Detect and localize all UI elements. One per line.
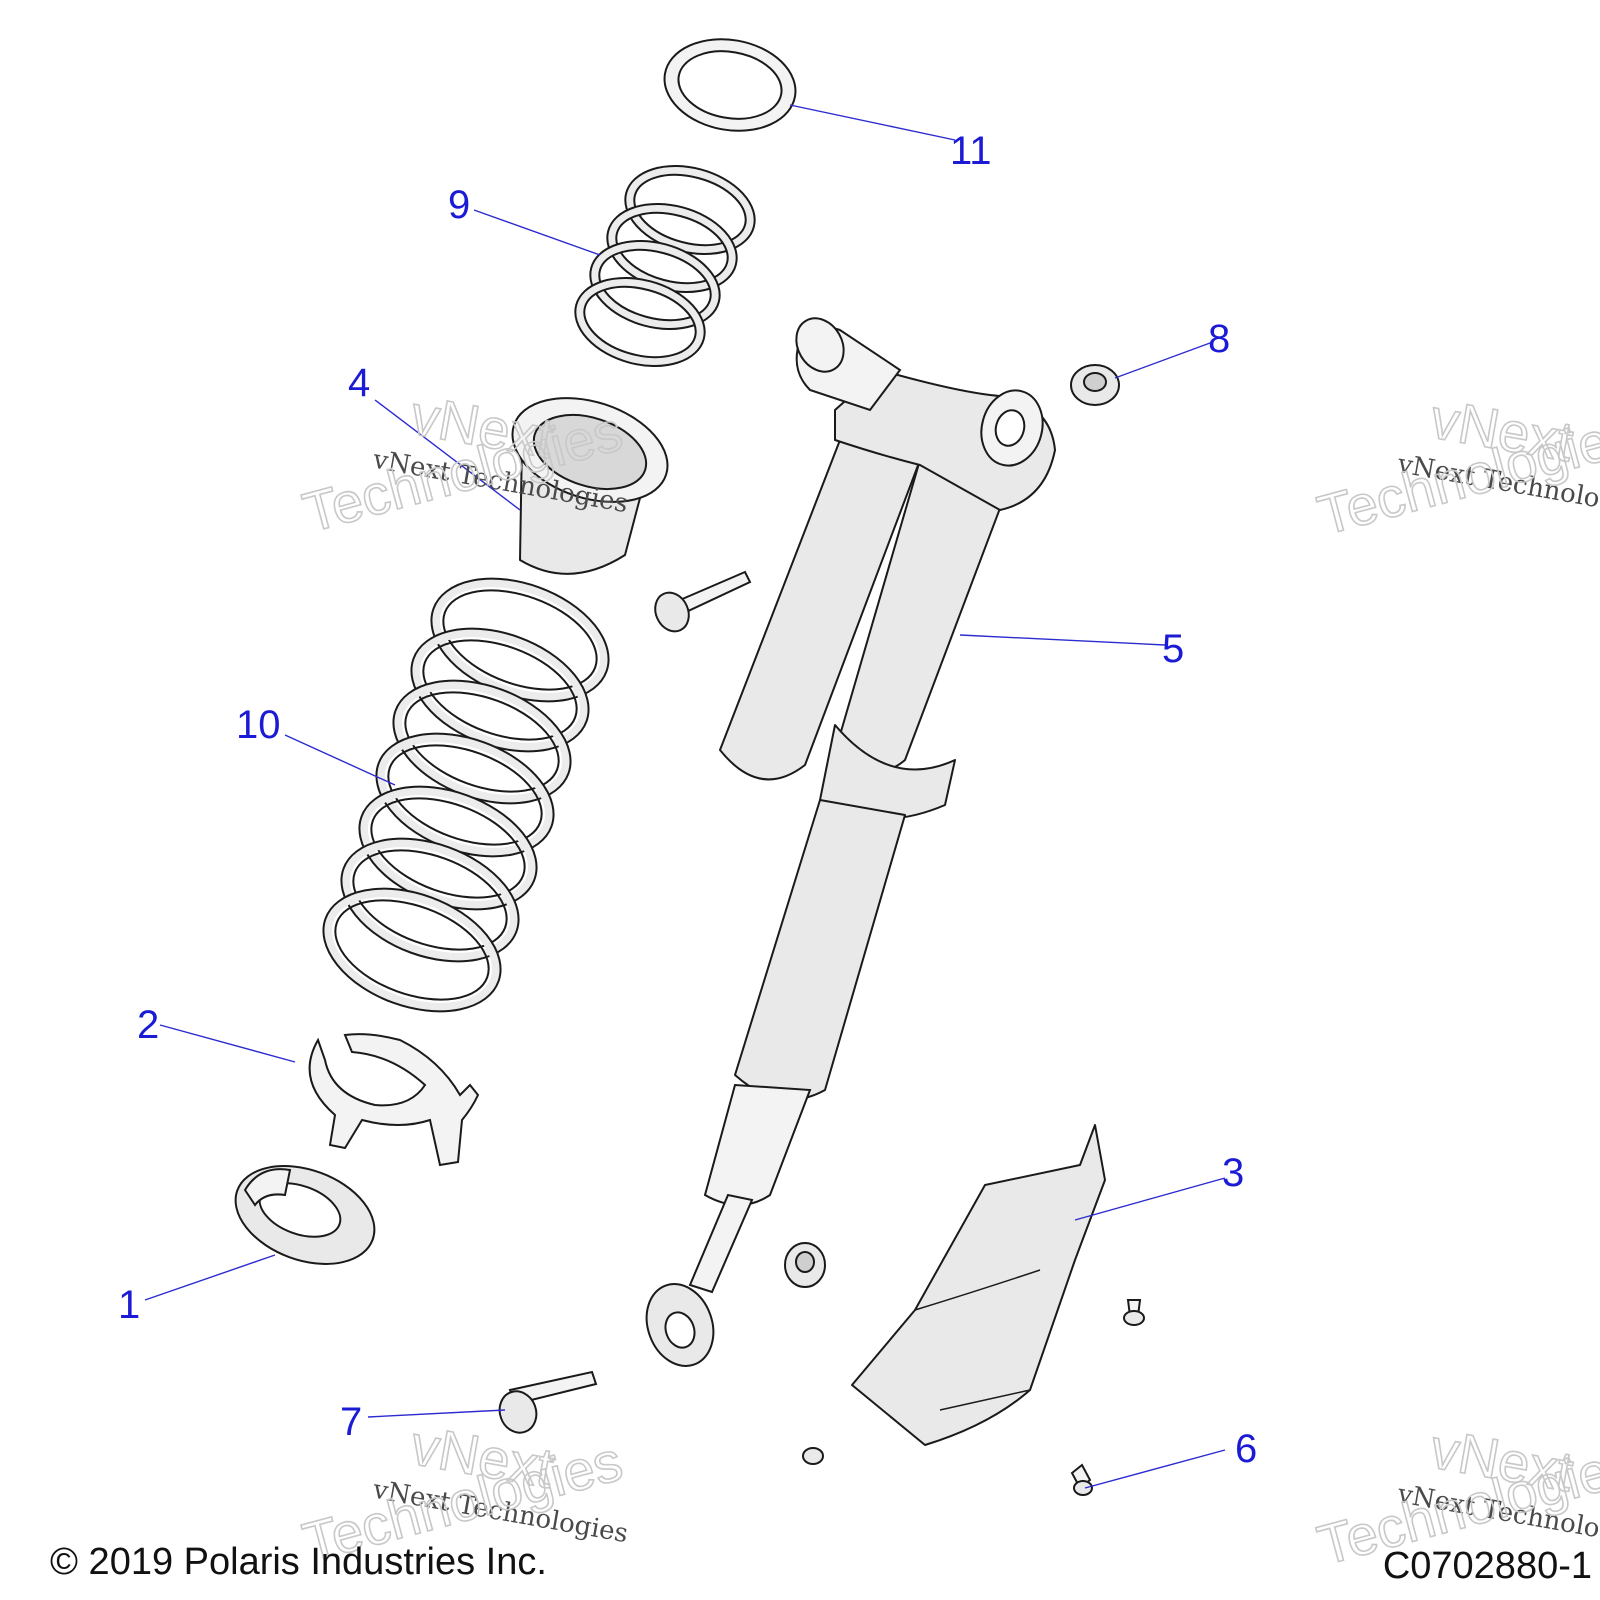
callout-8: 8	[1208, 317, 1230, 361]
screw-lower-center	[802, 1447, 824, 1465]
part-9-small-spring	[574, 164, 756, 368]
part-11-ring	[663, 38, 797, 132]
callout-1: 1	[118, 1283, 140, 1327]
screw-upper-right	[1123, 1299, 1145, 1326]
part-7-bolt	[498, 1370, 598, 1434]
part-10-main-spring	[322, 577, 610, 1013]
part-1-spring-seat	[234, 1165, 376, 1265]
callout-2: 2	[137, 1003, 159, 1047]
copyright-text: © 2019 Polaris Industries Inc.	[50, 1541, 547, 1583]
part-6-screw	[1070, 1463, 1093, 1496]
watermark-right-top: vNext vNext Technologies Technologies	[1310, 386, 1600, 548]
bolt-upper	[654, 570, 752, 633]
diagram-code: C0702880-1	[1383, 1545, 1592, 1587]
callout-10: 10	[236, 703, 281, 747]
leader-lines	[144, 104, 1226, 1489]
bushing-lower	[784, 1242, 826, 1288]
callout-6: 6	[1235, 1427, 1257, 1471]
part-2-retainer-plate	[308, 1033, 480, 1167]
callouts: 11 9 4 8 5 10 2 3 1 7 6	[118, 129, 1257, 1471]
callout-7: 7	[340, 1400, 362, 1444]
callout-4: 4	[348, 361, 370, 405]
callout-9: 9	[448, 183, 470, 227]
callout-3: 3	[1222, 1151, 1244, 1195]
callout-11: 11	[950, 129, 992, 173]
part-8-bushing	[1070, 364, 1120, 406]
part-4-spring-adapter	[511, 397, 669, 575]
part-5-shock-absorber	[645, 317, 1056, 1367]
part-3-shock-guard	[851, 1124, 1106, 1446]
callout-5: 5	[1162, 627, 1184, 671]
